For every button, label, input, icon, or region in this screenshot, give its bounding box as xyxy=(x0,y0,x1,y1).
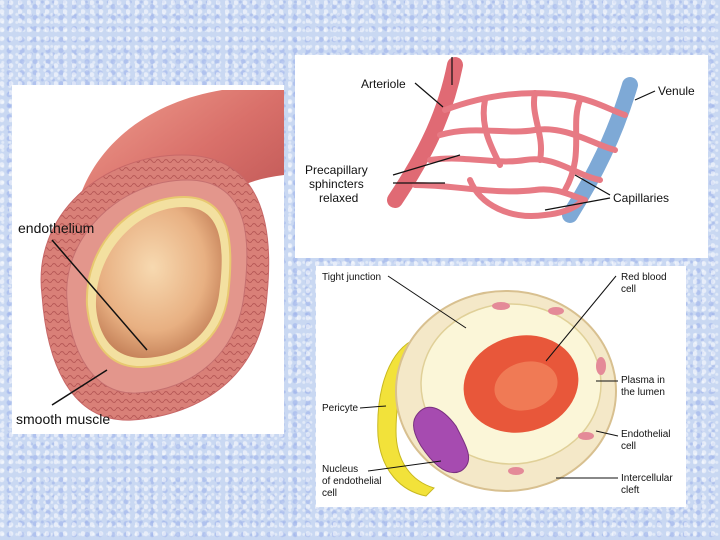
vessel-illustration: endothelium smooth muscle xyxy=(16,90,284,427)
label-smooth-muscle: smooth muscle xyxy=(16,411,110,427)
label-plasma-2: the lumen xyxy=(621,387,665,398)
label-precapillary-3: relaxed xyxy=(319,191,358,205)
label-rbc-1: Red blood xyxy=(621,272,667,283)
label-rbc-2: cell xyxy=(621,284,636,295)
capillary-bed-illustration: Arteriole Venule Precapillary sphincters… xyxy=(305,57,695,223)
arteriole-vessel xyxy=(387,57,463,208)
vessel-lumen xyxy=(95,207,222,359)
label-cleft-1: Intercellular xyxy=(621,473,673,484)
label-nucleus-2: of endothelial xyxy=(322,476,382,487)
label-nucleus-3: cell xyxy=(322,488,337,499)
label-venule: Venule xyxy=(658,84,695,98)
label-tight-junction: Tight junction xyxy=(322,272,381,283)
label-capillaries: Capillaries xyxy=(613,191,669,205)
label-arteriole: Arteriole xyxy=(361,77,406,91)
label-endothelial-1: Endothelial xyxy=(621,429,670,440)
label-precapillary-1: Precapillary xyxy=(305,163,368,177)
label-cleft-2: cleft xyxy=(621,485,640,496)
endothelial-nucleus xyxy=(413,406,470,474)
rbc-center xyxy=(494,361,558,411)
label-endothelial-2: cell xyxy=(621,441,636,452)
label-nucleus-1: Nucleus xyxy=(322,464,358,475)
vessel-cross-section-panel: endothelium smooth muscle xyxy=(12,85,284,434)
organelles xyxy=(492,302,606,475)
label-endothelium: endothelium xyxy=(18,220,94,236)
capillary-bed-panel: Arteriole Venule Precapillary sphincters… xyxy=(295,55,708,258)
label-precapillary-2: sphincters xyxy=(309,177,364,191)
capillary-cell-illustration: Tight junction Red blood cell Plasma in … xyxy=(322,272,673,499)
label-pericyte: Pericyte xyxy=(322,403,359,414)
capillary-cell-panel: Tight junction Red blood cell Plasma in … xyxy=(316,266,686,507)
label-plasma-1: Plasma in xyxy=(621,375,665,386)
capillary-network xyxy=(412,90,628,219)
